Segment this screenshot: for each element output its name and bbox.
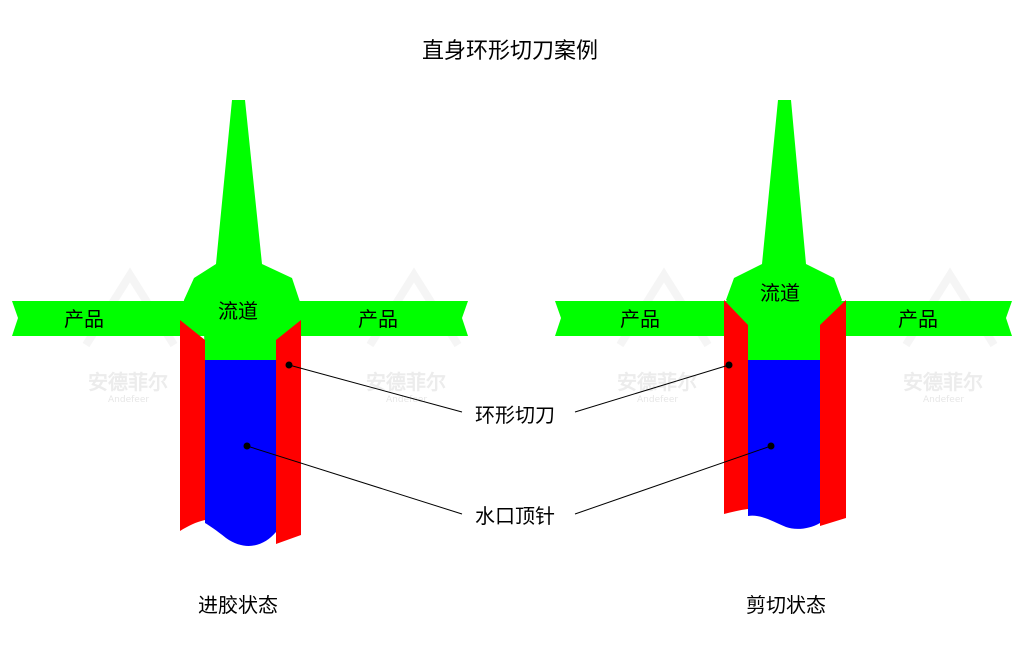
callout-line-pin-left bbox=[246, 445, 463, 515]
diagram-title: 直身环形切刀案例 bbox=[422, 39, 598, 64]
callout-dot-pin-right bbox=[767, 442, 775, 450]
right-product-left-label: 产品 bbox=[620, 307, 660, 331]
callout-dot-ring-right bbox=[725, 361, 733, 369]
right-product-right-label: 产品 bbox=[898, 307, 938, 331]
callout-line-ring-left bbox=[288, 364, 463, 413]
callout-dot-pin-left bbox=[243, 442, 251, 450]
watermark-sub: Andefeer bbox=[637, 395, 678, 405]
ring-cutter-label: 环形切刀 bbox=[475, 403, 555, 427]
left-ring-cutter-left bbox=[180, 320, 205, 531]
ejector-pin-label: 水口顶针 bbox=[475, 504, 555, 528]
watermark-brand: 安德菲尔 bbox=[88, 370, 168, 394]
right-ring-cutter-right bbox=[820, 300, 846, 526]
callout-line-ring-right bbox=[574, 364, 730, 413]
watermark-center: 安德菲尔 Andefeer bbox=[366, 267, 462, 405]
left-product-left-label: 产品 bbox=[64, 307, 104, 331]
left-runner-label: 流道 bbox=[218, 299, 258, 323]
watermark-brand: 安德菲尔 bbox=[617, 370, 697, 394]
watermark-brand: 安德菲尔 bbox=[366, 370, 446, 394]
left-product-right-label: 产品 bbox=[358, 307, 398, 331]
watermark-right-b: 安德菲尔 Andefeer bbox=[902, 267, 998, 405]
watermark-brand: 安德菲尔 bbox=[903, 370, 983, 394]
left-ejector-pin bbox=[205, 360, 276, 546]
right-ejector-pin bbox=[748, 360, 820, 529]
right-runner-cone bbox=[726, 100, 842, 360]
watermark-sub: Andefeer bbox=[386, 395, 427, 405]
callout-line-pin-right bbox=[574, 445, 772, 515]
callout-dot-ring-left bbox=[285, 361, 293, 369]
watermark-sub: Andefeer bbox=[923, 395, 964, 405]
watermark-left: 安德菲尔 Andefeer bbox=[82, 267, 178, 405]
callouts: 环形切刀 水口顶针 bbox=[243, 361, 775, 528]
left-diagram: 产品 产品 流道 进胶状态 bbox=[12, 100, 468, 617]
left-ring-cutter-right bbox=[276, 320, 301, 544]
right-runner-label: 流道 bbox=[760, 281, 800, 305]
left-caption: 进胶状态 bbox=[198, 593, 278, 617]
watermark-sub: Andefeer bbox=[108, 395, 149, 405]
right-ring-cutter-left bbox=[724, 300, 748, 514]
right-diagram: 产品 产品 流道 剪切状态 bbox=[555, 100, 1012, 617]
left-runner-cone bbox=[182, 100, 304, 360]
right-caption: 剪切状态 bbox=[746, 593, 826, 617]
